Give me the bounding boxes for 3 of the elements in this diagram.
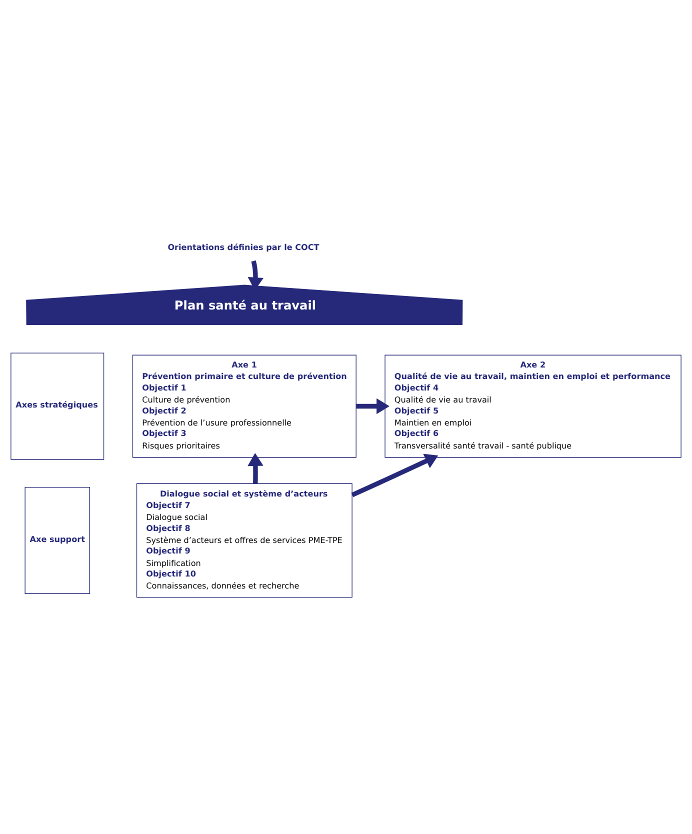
arrow [248, 453, 264, 484]
arrow [356, 398, 390, 414]
arrow [351, 454, 438, 498]
